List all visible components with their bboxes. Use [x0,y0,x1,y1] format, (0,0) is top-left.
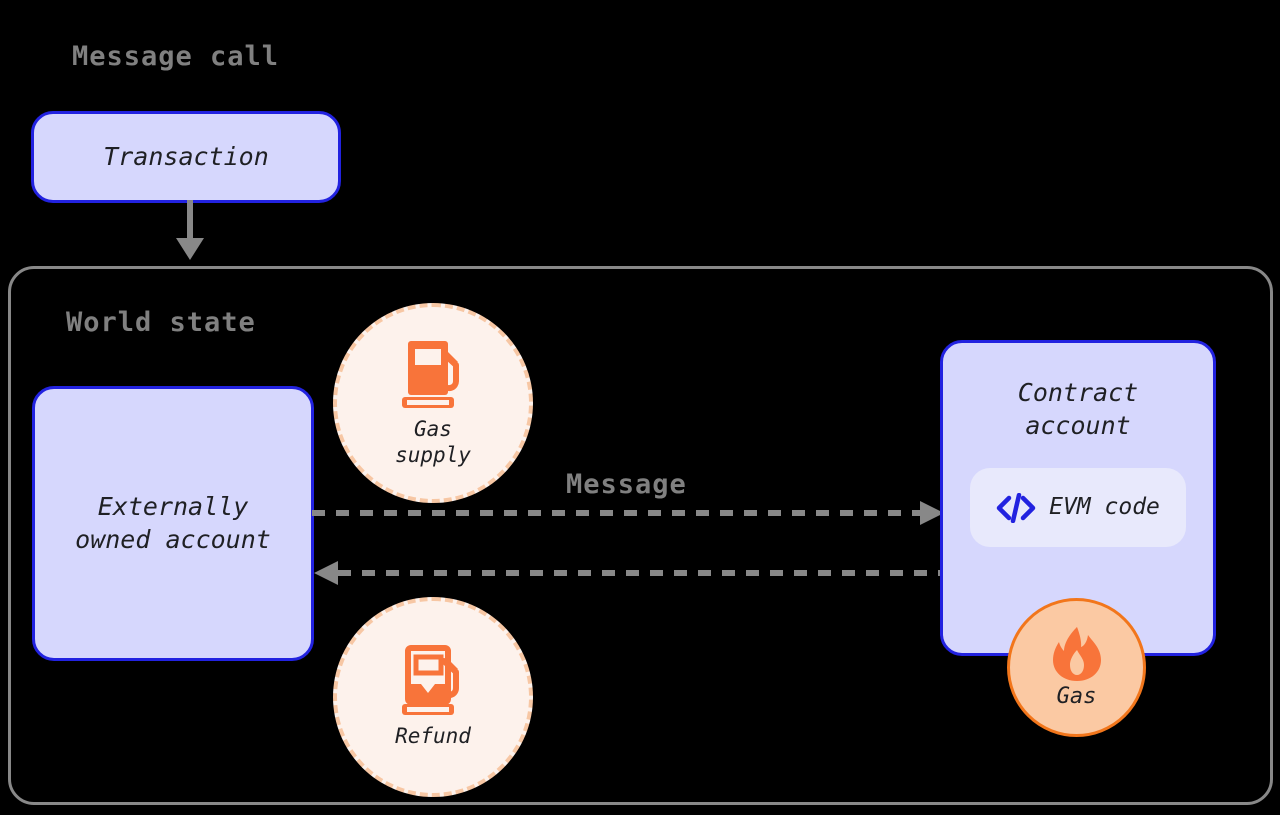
eoa-label-line-1: Externally [97,492,249,521]
gas-supply-caption: Gas supply [395,417,471,468]
transaction-label: Transaction [103,141,269,171]
world-state-container [8,266,1273,805]
gas-supply-caption-line-1: Gas [414,417,452,442]
dashed-arrow-right-icon [312,501,944,525]
code-brackets-icon [996,492,1036,523]
dashed-arrow-left-icon [314,561,946,585]
evm-code-pill: EVM code [970,468,1186,547]
evm-code-label: EVM code [1049,493,1160,520]
message-edge-label: Message [566,469,687,500]
transaction-to-world-state-arrow [160,200,220,262]
gas-badge: Gas [1007,598,1146,737]
gas-supply-badge: Gas supply [333,303,533,503]
gas-pump-partial-icon [402,645,459,716]
refund-caption-line-1: Refund [395,724,471,749]
eoa-label-line-2: owned account [75,524,271,554]
flame-icon [1052,627,1101,681]
externally-owned-account-label: Externally owned account [75,491,271,556]
message-forward-arrow [312,498,946,528]
contract-account-label: Contract account [1018,377,1138,442]
contract-label-line-2: account [1025,410,1131,440]
transaction-node: Transaction [31,111,341,203]
message-call-title: Message call [72,41,280,72]
refund-badge: Refund [333,597,533,797]
gas-caption: Gas [1056,684,1097,709]
refund-caption: Refund [395,724,471,750]
gas-supply-caption-line-2: supply [395,443,471,467]
world-state-title: World state [66,307,256,338]
externally-owned-account-node: Externally owned account [32,386,314,661]
message-return-arrow [312,558,946,588]
gas-pump-full-icon [402,341,459,409]
contract-label-line-1: Contract [1017,378,1139,407]
arrow-down-icon [176,200,204,260]
